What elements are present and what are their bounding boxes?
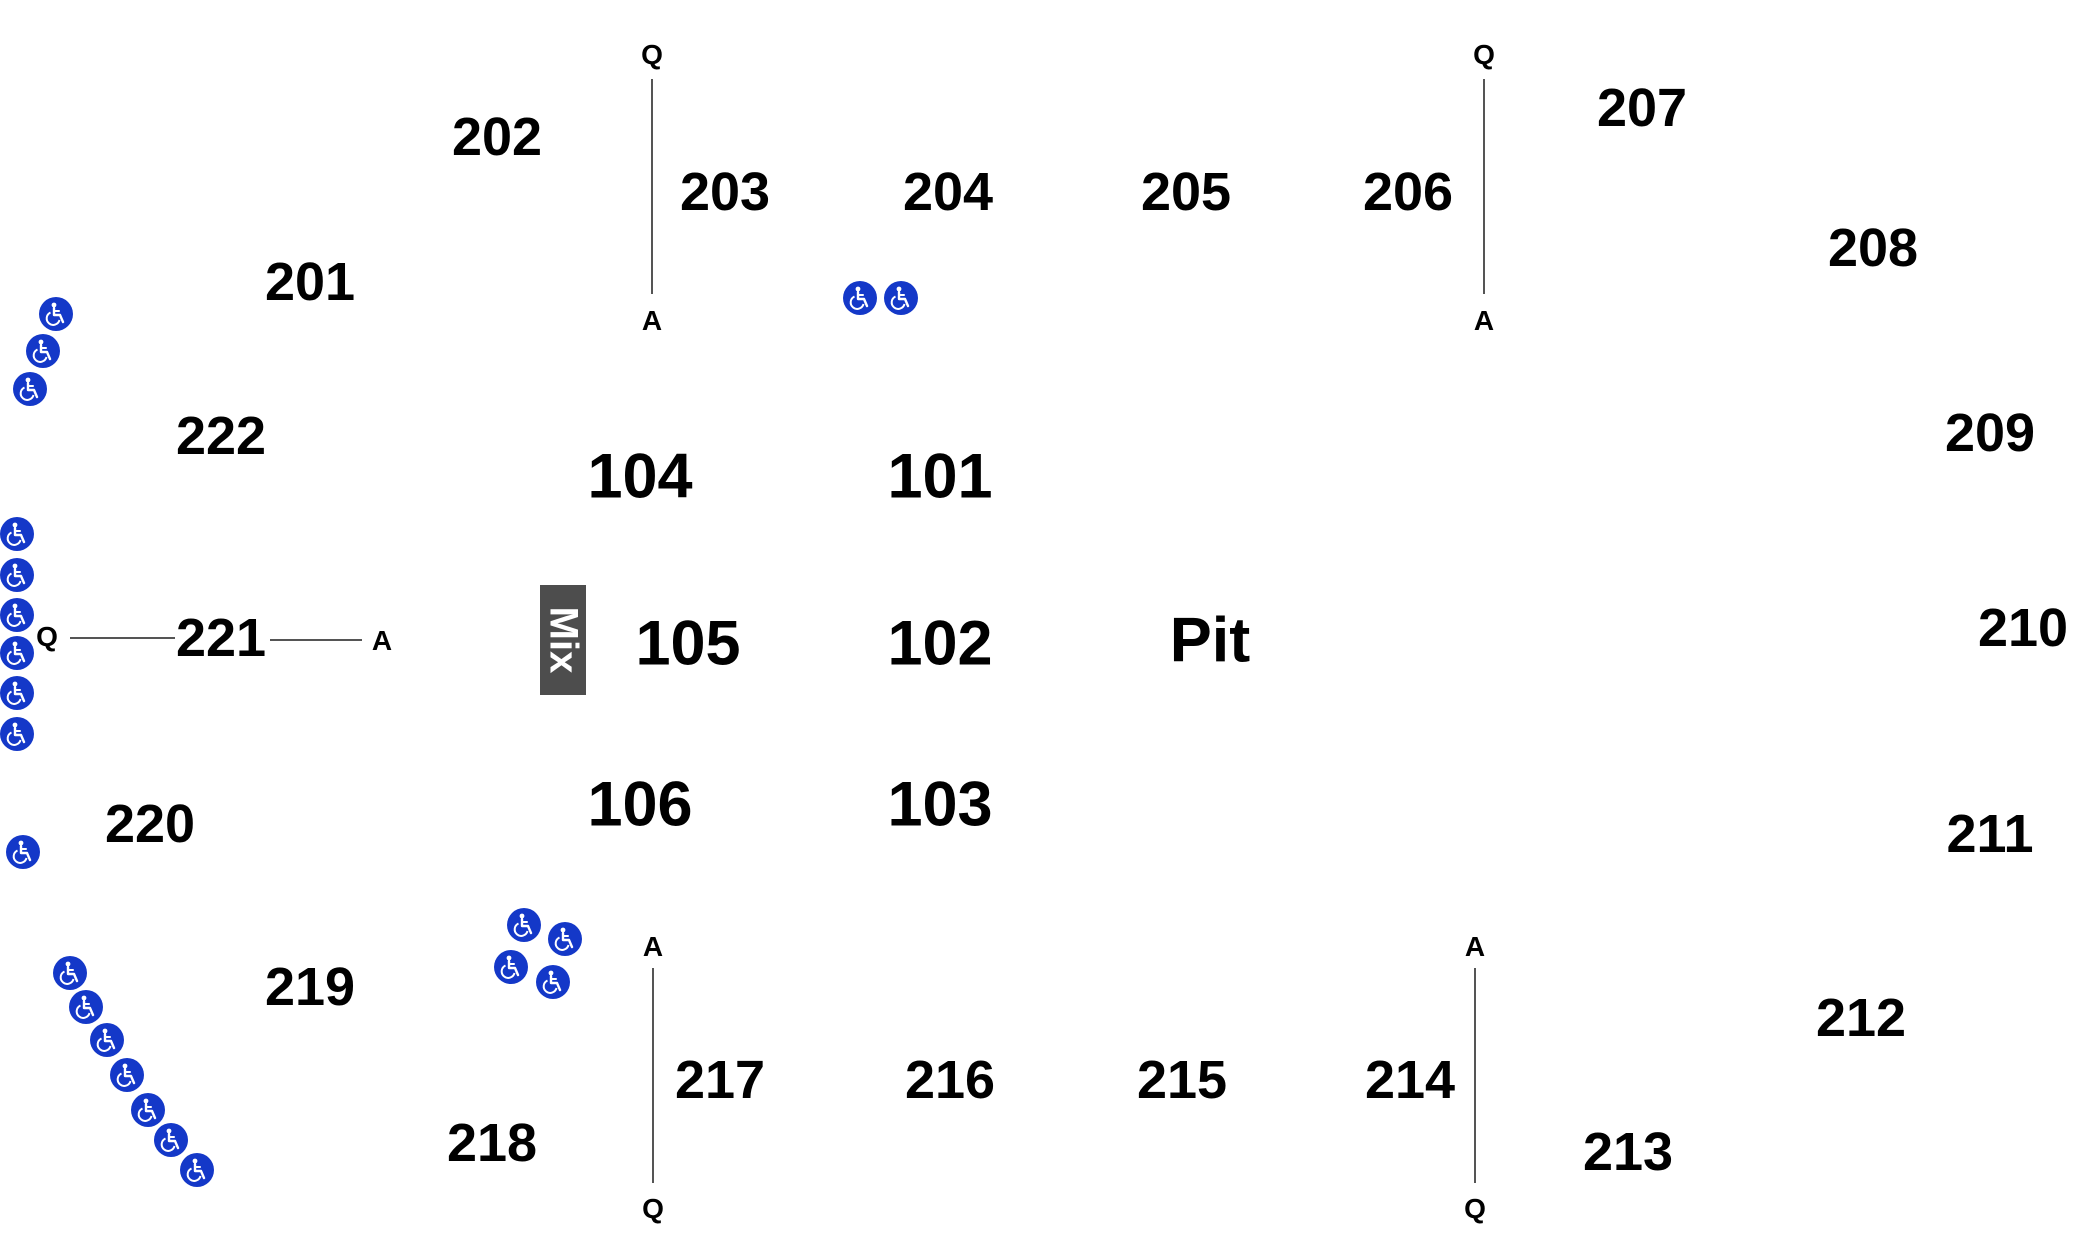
wheelchair-icon[interactable] xyxy=(548,922,582,956)
section-213[interactable]: 213 xyxy=(1582,1122,1674,1182)
row-marker-a: A xyxy=(371,625,393,656)
row-marker-q: Q xyxy=(641,39,663,70)
row-marker-q: Q xyxy=(642,1193,664,1224)
section-212[interactable]: 212 xyxy=(1815,988,1907,1048)
section-217[interactable]: 217 xyxy=(674,1050,766,1110)
section-103[interactable]: 103 xyxy=(887,769,993,840)
section-209[interactable]: 209 xyxy=(1944,403,2036,463)
row-divider-206 xyxy=(1483,79,1485,294)
wheelchair-icon[interactable] xyxy=(0,717,34,751)
wheelchair-icon[interactable] xyxy=(843,281,877,315)
section-104[interactable]: 104 xyxy=(587,441,693,512)
section-208[interactable]: 208 xyxy=(1827,218,1919,278)
section-201[interactable]: 201 xyxy=(264,252,356,312)
wheelchair-icon[interactable] xyxy=(494,950,528,984)
section-222[interactable]: 222 xyxy=(175,406,267,466)
wheelchair-icon[interactable] xyxy=(0,676,34,710)
section-204[interactable]: 204 xyxy=(902,162,994,222)
section-206[interactable]: 206 xyxy=(1362,162,1454,222)
section-216[interactable]: 216 xyxy=(904,1050,996,1110)
section-202[interactable]: 202 xyxy=(451,107,543,167)
row-divider-221-left xyxy=(70,637,175,639)
wheelchair-icon[interactable] xyxy=(0,598,34,632)
wheelchair-icon[interactable] xyxy=(131,1093,165,1127)
section-106[interactable]: 106 xyxy=(587,769,693,840)
section-219[interactable]: 219 xyxy=(264,957,356,1017)
row-marker-a: A xyxy=(1473,305,1495,336)
row-marker-a: A xyxy=(642,931,664,962)
wheelchair-icon[interactable] xyxy=(180,1153,214,1187)
wheelchair-icon[interactable] xyxy=(26,334,60,368)
row-marker-a: A xyxy=(1464,931,1486,962)
section-205[interactable]: 205 xyxy=(1140,162,1232,222)
row-marker-a: A xyxy=(641,305,663,336)
wheelchair-icon[interactable] xyxy=(154,1123,188,1157)
wheelchair-icon[interactable] xyxy=(6,835,40,869)
section-221[interactable]: 221 xyxy=(175,608,267,668)
row-divider-214 xyxy=(1474,968,1476,1183)
section-101[interactable]: 101 xyxy=(887,441,993,512)
section-105[interactable]: 105 xyxy=(635,608,741,679)
section-203[interactable]: 203 xyxy=(679,162,771,222)
row-divider-221-right xyxy=(270,639,362,641)
wheelchair-icon[interactable] xyxy=(0,636,34,670)
wheelchair-icon[interactable] xyxy=(536,965,570,999)
section-102[interactable]: 102 xyxy=(887,608,993,679)
wheelchair-icon[interactable] xyxy=(69,990,103,1024)
mix-position: Mix xyxy=(540,585,586,695)
wheelchair-icon[interactable] xyxy=(110,1058,144,1092)
section-218[interactable]: 218 xyxy=(446,1113,538,1173)
row-marker-q: Q xyxy=(1473,39,1495,70)
row-marker-q: Q xyxy=(36,621,58,652)
wheelchair-icon[interactable] xyxy=(13,372,47,406)
section-210[interactable]: 210 xyxy=(1977,598,2069,658)
row-divider-217 xyxy=(652,968,654,1183)
pit-section[interactable]: Pit xyxy=(1169,605,1251,676)
wheelchair-icon[interactable] xyxy=(39,297,73,331)
section-220[interactable]: 220 xyxy=(104,794,196,854)
wheelchair-icon[interactable] xyxy=(507,908,541,942)
section-215[interactable]: 215 xyxy=(1136,1050,1228,1110)
wheelchair-icon[interactable] xyxy=(0,558,34,592)
section-207[interactable]: 207 xyxy=(1596,78,1688,138)
wheelchair-icon[interactable] xyxy=(90,1023,124,1057)
mix-label: Mix xyxy=(541,606,586,674)
wheelchair-icon[interactable] xyxy=(53,956,87,990)
section-214[interactable]: 214 xyxy=(1364,1050,1456,1110)
section-211[interactable]: 211 xyxy=(1946,804,2034,864)
wheelchair-icon[interactable] xyxy=(884,281,918,315)
wheelchair-icon[interactable] xyxy=(0,517,34,551)
row-marker-q: Q xyxy=(1464,1193,1486,1224)
row-divider-203 xyxy=(651,79,653,294)
